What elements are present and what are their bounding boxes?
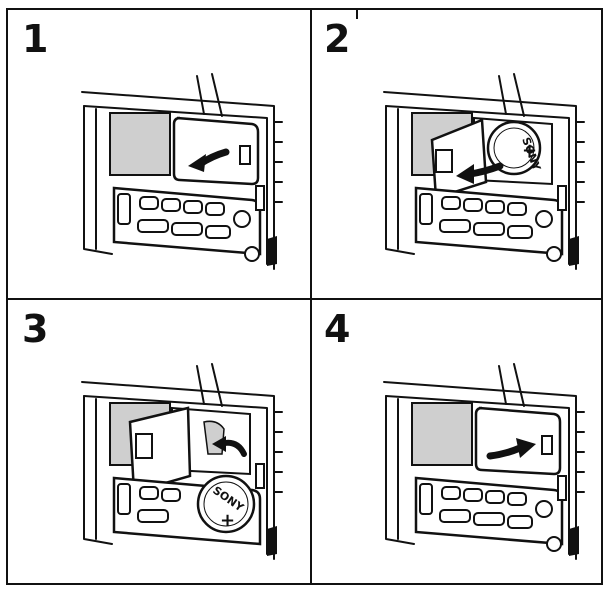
step-2-illustration: + SONY xyxy=(383,73,585,270)
step-4-arrow xyxy=(486,444,524,460)
horizontal-divider xyxy=(8,298,601,300)
svg-text:+: + xyxy=(522,140,537,161)
svg-text:+: + xyxy=(220,510,235,531)
instruction-grid: 1 xyxy=(6,8,603,585)
step-1-illustration xyxy=(81,73,283,270)
step-2-panel: 2 + SONY xyxy=(314,14,609,298)
step-4-panel: 4 xyxy=(314,304,609,588)
vertical-divider xyxy=(310,10,312,583)
top-notch xyxy=(356,10,358,19)
step-1-number: 1 xyxy=(22,17,49,61)
step-3-battery xyxy=(196,474,256,534)
step-1-compartment xyxy=(109,112,171,176)
step-3-open-lid xyxy=(128,406,192,494)
step-4-number: 4 xyxy=(324,307,351,351)
step-3-number: 3 xyxy=(22,307,49,351)
step-2-number: 2 xyxy=(324,17,351,61)
step-1-panel: 1 xyxy=(12,14,308,298)
step-3-panel: 3 xyxy=(12,304,308,588)
step-4-illustration xyxy=(383,363,585,560)
step-3-illustration: + SONY xyxy=(81,363,283,560)
step-2-battery xyxy=(486,120,542,176)
